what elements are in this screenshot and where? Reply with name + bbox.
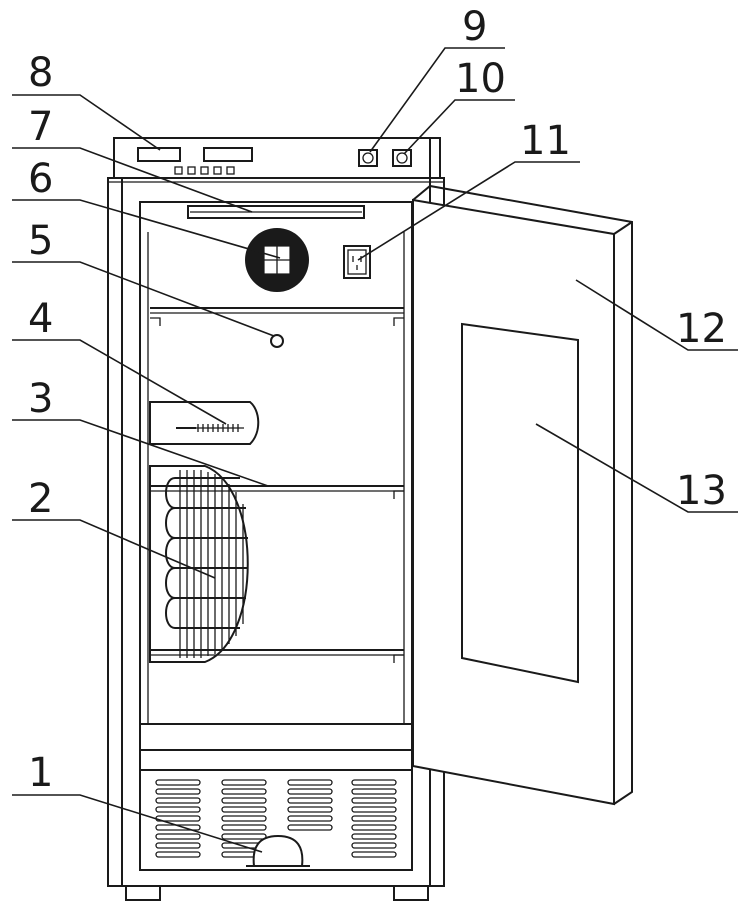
shelf-bottom xyxy=(150,649,404,663)
vent-grille xyxy=(155,779,397,858)
vent-slot xyxy=(221,815,267,822)
label-9: 9 xyxy=(462,4,487,50)
vent-slot xyxy=(155,779,201,786)
leader-3 xyxy=(12,419,269,487)
label-11: 11 xyxy=(520,118,571,164)
fan xyxy=(245,228,309,292)
vent-slot xyxy=(351,797,397,804)
vent-slot xyxy=(287,815,333,822)
label-3: 3 xyxy=(28,376,53,422)
vent-slot xyxy=(155,851,201,858)
heater-cutaway xyxy=(149,401,260,445)
leader-6 xyxy=(12,199,281,259)
vent-slot xyxy=(351,833,397,840)
vent-slot xyxy=(221,806,267,813)
control-buttons xyxy=(174,166,235,175)
vent-slot xyxy=(155,833,201,840)
vent-slot xyxy=(221,779,267,786)
shelf-top xyxy=(150,307,404,326)
inner-chamber xyxy=(139,201,413,725)
knob-10 xyxy=(392,149,412,167)
right-foot xyxy=(393,885,429,901)
leader-12 xyxy=(575,279,738,351)
callout-labels: 1 2 3 4 5 6 7 8 9 10 11 12 13 xyxy=(28,4,727,796)
vent-slot xyxy=(155,842,201,849)
display-screen-left xyxy=(137,147,181,162)
vent-slot xyxy=(351,788,397,795)
leader-9 xyxy=(369,47,505,153)
leader-11 xyxy=(357,161,580,261)
leader-2 xyxy=(12,519,216,579)
vent-slot xyxy=(351,824,397,831)
vent-slot xyxy=(351,851,397,858)
vent-slot xyxy=(287,824,333,831)
vent-slot xyxy=(351,779,397,786)
leader-1 xyxy=(12,794,263,853)
door xyxy=(412,184,633,806)
compressor xyxy=(246,834,310,871)
evaporator-coil xyxy=(149,465,249,663)
compressor-compartment xyxy=(139,723,413,871)
leader-lines xyxy=(12,47,738,853)
shelf-middle xyxy=(150,485,404,499)
label-5: 5 xyxy=(28,218,53,264)
vent-slot xyxy=(155,788,201,795)
leader-7 xyxy=(12,147,253,213)
display-screen-right xyxy=(203,147,253,162)
vent-slot xyxy=(155,797,201,804)
left-foot xyxy=(125,885,161,901)
label-13: 13 xyxy=(676,468,727,514)
vent-slot xyxy=(287,779,333,786)
label-1: 1 xyxy=(28,750,53,796)
label-8: 8 xyxy=(28,50,53,96)
vent-slot xyxy=(221,797,267,804)
leader-5 xyxy=(12,261,275,337)
vent-slot xyxy=(287,806,333,813)
vent-slot xyxy=(221,788,267,795)
label-7: 7 xyxy=(28,104,53,150)
vent-slot xyxy=(221,824,267,831)
label-10: 10 xyxy=(455,56,506,102)
light-bar xyxy=(187,205,365,219)
leader-10 xyxy=(403,99,515,155)
door-window xyxy=(461,322,579,684)
label-12: 12 xyxy=(676,306,727,352)
vent-slot xyxy=(287,797,333,804)
power-socket xyxy=(343,245,371,279)
vent-slot xyxy=(351,842,397,849)
leader-4 xyxy=(12,339,227,425)
label-6: 6 xyxy=(28,156,53,202)
leader-8 xyxy=(12,94,161,151)
vent-slot xyxy=(155,806,201,813)
control-panel xyxy=(108,137,444,183)
vent-slot xyxy=(351,815,397,822)
knob-9 xyxy=(358,149,378,167)
vent-slot xyxy=(287,788,333,795)
leader-13 xyxy=(535,423,738,513)
label-2: 2 xyxy=(28,476,53,522)
vent-slot xyxy=(221,833,267,840)
label-4: 4 xyxy=(28,296,53,342)
sensor xyxy=(270,334,284,348)
vent-slot xyxy=(351,806,397,813)
